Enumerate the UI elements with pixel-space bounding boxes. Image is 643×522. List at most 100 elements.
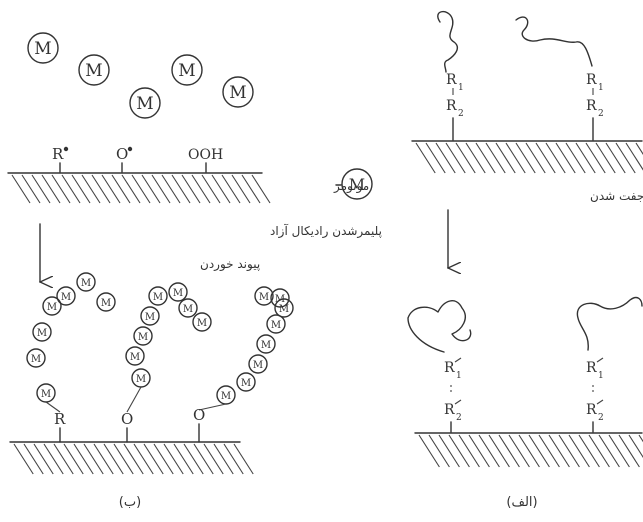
surface-hatch	[211, 174, 231, 204]
surface-hatch	[221, 174, 241, 204]
group-r1-r2: R 1 R 2	[446, 72, 464, 141]
process-label-grafting: پیوند خوردن	[200, 257, 260, 272]
surface-bottom-right	[414, 432, 643, 468]
surface-hatch	[508, 434, 530, 468]
legend: M مونومر	[333, 168, 373, 200]
svg-text:M: M	[130, 352, 140, 363]
svg-text:M: M	[153, 292, 163, 303]
surface-hatch	[213, 443, 234, 475]
grafted-monomer: M	[125, 346, 145, 366]
surface-hatch	[558, 434, 580, 468]
svg-text:R: R	[586, 72, 597, 88]
svg-text:M: M	[173, 288, 183, 299]
grafted-monomer: M	[32, 322, 52, 342]
monomer-circle: M	[129, 87, 161, 119]
site-label-ooh: OOH	[188, 147, 223, 163]
surface-hatch	[625, 142, 643, 171]
svg-text:2: 2	[598, 109, 604, 119]
surface-hatch	[123, 443, 144, 475]
svg-text:2: 2	[598, 413, 604, 423]
svg-text:2: 2	[458, 109, 464, 119]
svg-text:1: 1	[456, 371, 462, 381]
site-label-o: O	[121, 410, 133, 428]
svg-text:M: M	[47, 302, 57, 313]
chain-anchor-bond	[45, 401, 61, 413]
surface-hatch	[515, 142, 536, 174]
surface-top-right	[411, 140, 643, 174]
surface-hatch	[101, 174, 121, 204]
svg-text:M: M	[197, 318, 207, 329]
svg-text:R: R	[446, 72, 457, 88]
surface-hatch	[415, 142, 436, 174]
surface-hatch	[223, 443, 244, 475]
surface-hatch	[143, 443, 164, 475]
grafted-monomer: M	[266, 314, 286, 334]
svg-text:M: M	[259, 292, 269, 303]
svg-text:M: M	[85, 61, 102, 81]
svg-text:M: M	[229, 83, 246, 103]
surface-hatch	[193, 443, 214, 475]
svg-text:M: M	[221, 391, 231, 402]
grafted-monomer: M	[236, 372, 256, 392]
grafted-monomer: M	[140, 306, 160, 326]
grafted-monomer: M	[168, 282, 188, 302]
surface-hatch	[41, 174, 61, 204]
surface-hatch	[23, 443, 44, 475]
svg-text:M: M	[41, 389, 51, 400]
svg-text:M: M	[145, 312, 155, 323]
svg-text:M: M	[138, 332, 148, 343]
surface-hatch	[171, 174, 191, 204]
surface-hatch	[635, 142, 643, 155]
surface-hatch	[498, 434, 520, 468]
svg-text:M: M	[37, 328, 47, 339]
surface-hatch	[121, 174, 141, 204]
coupled-polymer-chain	[576, 296, 643, 351]
svg-text:R: R	[446, 98, 457, 114]
surface-hatch	[71, 174, 91, 204]
site-label-o: O	[116, 145, 128, 163]
surface-hatch	[231, 174, 251, 204]
surface-hatch	[628, 434, 643, 458]
chain-anchor-bond	[126, 386, 142, 413]
surface-hatch	[575, 142, 596, 174]
svg-text:M: M	[178, 61, 195, 81]
site-label-r: R	[52, 145, 64, 163]
surface-hatch	[555, 142, 576, 174]
surface-hatch	[418, 434, 440, 468]
grafted-monomer: M	[76, 272, 96, 292]
surface-hatch	[83, 443, 104, 475]
surface-hatch	[588, 434, 610, 468]
surface-hatch	[181, 174, 201, 204]
svg-text:M: M	[275, 294, 285, 305]
surface-hatch	[161, 174, 181, 204]
grafted-monomer: M	[248, 354, 268, 374]
grafted-monomer: M	[256, 334, 276, 354]
grafted-monomer: M	[42, 296, 62, 316]
surface-hatch	[438, 434, 460, 468]
monomer-circle: M	[78, 54, 110, 86]
site-label-r: R	[54, 410, 66, 428]
svg-text:M: M	[279, 304, 289, 315]
grafted-monomer: M	[178, 298, 198, 318]
surface-hatch	[595, 142, 616, 174]
surface-hatch	[605, 142, 626, 174]
surface-hatch	[598, 434, 620, 468]
svg-text:M: M	[34, 39, 51, 59]
surface-hatch	[608, 434, 630, 468]
svg-text:M: M	[61, 292, 71, 303]
svg-text:M: M	[81, 278, 91, 289]
surface-hatch	[615, 142, 636, 174]
grafted-monomer: M	[216, 385, 236, 405]
surface-hatch	[455, 142, 476, 174]
svg-text:R: R	[586, 98, 597, 114]
grafted-monomer: M	[148, 286, 168, 306]
grafted-monomer: M	[96, 292, 116, 312]
svg-text:1: 1	[598, 371, 604, 381]
surface-hatch	[91, 174, 111, 204]
surface-hatch	[163, 443, 184, 475]
surface-hatch	[141, 174, 161, 204]
surface-hatch	[51, 174, 71, 204]
surface-hatch	[233, 443, 254, 475]
group-r1-r2-prime: R 1 R 2	[586, 357, 604, 433]
